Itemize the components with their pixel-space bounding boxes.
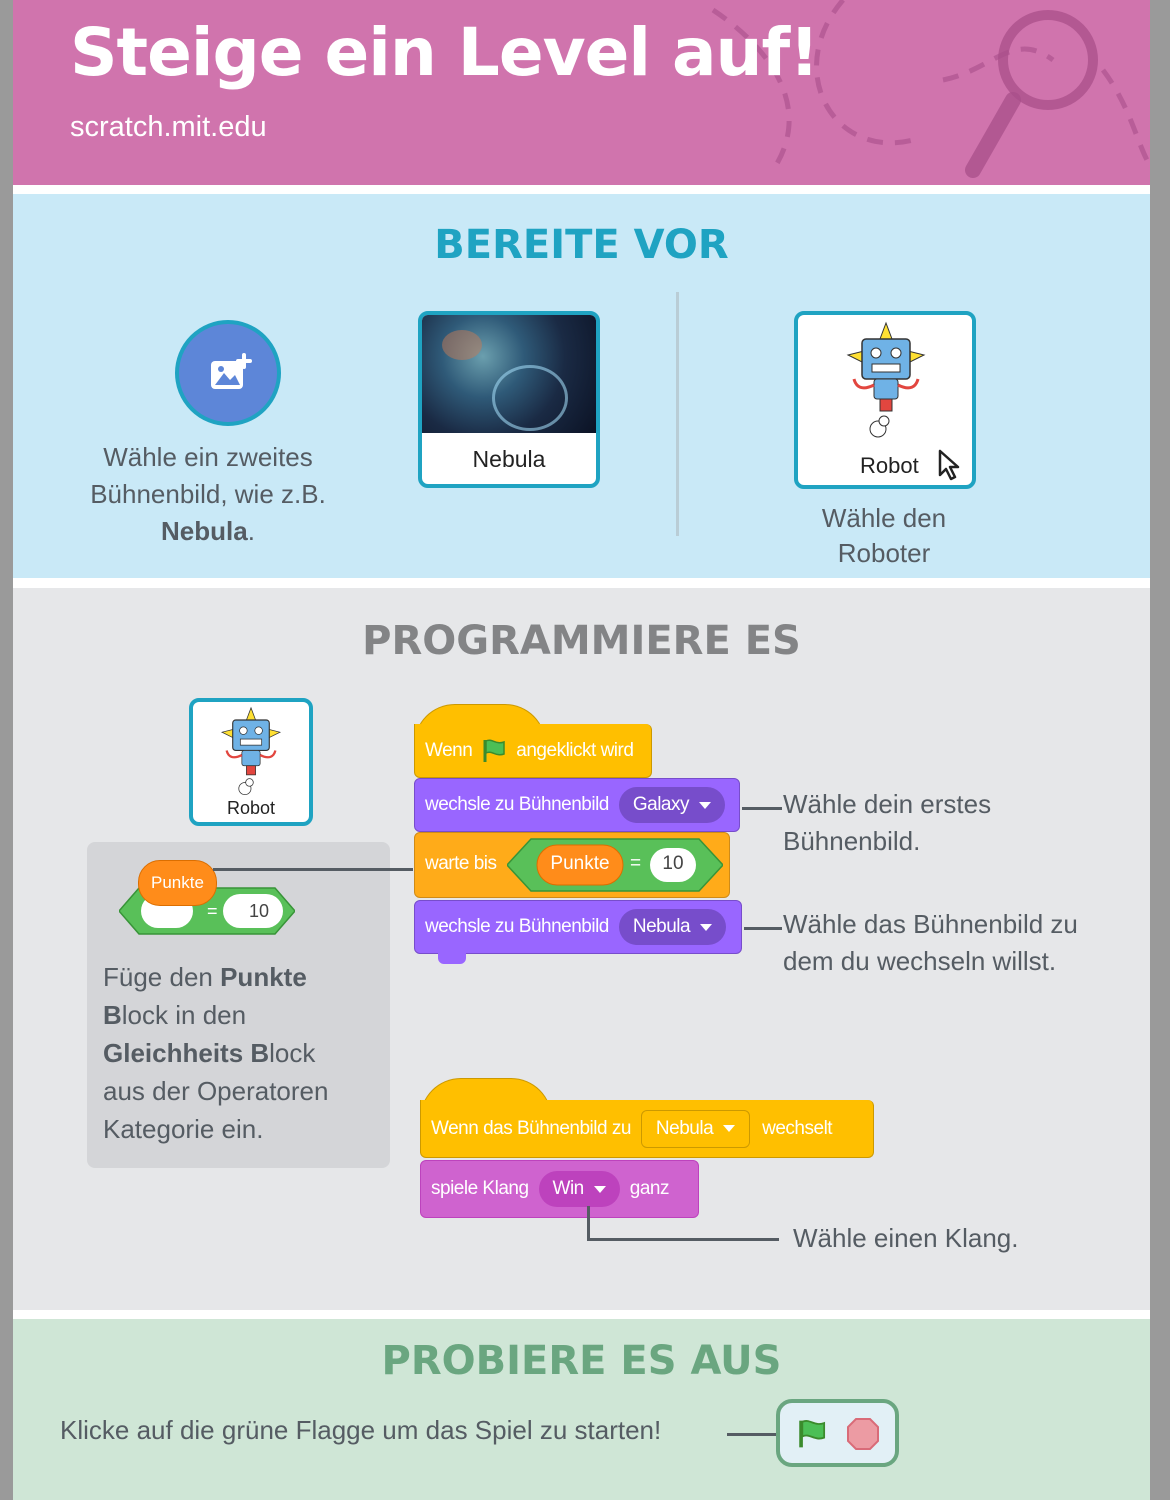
tip-punkte-reporter[interactable]: Punkte [138,860,217,906]
wait-eq-sign: = [630,853,642,874]
note2-line2: dem du wechseln willst. [783,946,1057,976]
tip-box: = 10 Punkte Füge den Punkte Block in den… [87,842,390,1168]
tip-line1-bold: Punkte [220,962,307,992]
note-switch-backdrop: Wähle das Bühnenbild zu dem du wechseln … [783,906,1078,980]
robot-sprite-card[interactable]: Robot [794,311,976,489]
nebula-thumbnail [422,315,596,433]
add-backdrop-icon [211,353,252,389]
backdrop-instruction-bold: Nebula [161,516,248,546]
note-first-backdrop: Wähle dein erstes Bühnenbild. [783,786,991,860]
tip-line3: lock [269,1038,316,1068]
note1-line2: Bühnenbild. [783,826,921,856]
wait-value: 10 [662,853,684,874]
tip-line2-bold: B [103,1000,122,1030]
wait-label: warte bis [425,853,497,874]
tip-line2: lock in den [121,1000,247,1030]
note2-line1: Wähle das Bühnenbild zu [783,909,1078,939]
cursor-icon [938,449,960,481]
flag-stop-controls [776,1399,899,1467]
page-title: Steige ein Level auf! [70,14,819,91]
sound-dropdown-win[interactable]: Win [538,1171,620,1207]
note2-connector [744,927,782,930]
equals-operator-icon [507,838,723,892]
robot-label: Robot [860,453,919,478]
when-flag-clicked-block[interactable]: Wenn angeklickt wird [414,724,652,778]
when-backdrop-label: Wenn das Bühnenbild zu [431,1117,631,1139]
try-instruction: Klicke auf die grüne Flagge um das Spiel… [60,1415,662,1445]
backdrop-instruction-line1: Wähle ein zweites [103,442,313,472]
tip-text: Füge den Punkte Block in den Gleichheits… [103,958,383,1148]
switch-label-1: wechsle zu Bühnenbild [425,794,609,815]
green-flag-icon [483,739,506,762]
tip-eq-sign: = [207,901,218,921]
note3-connector-h [587,1238,779,1241]
choose-backdrop-button[interactable] [175,320,281,426]
stop-button-icon[interactable] [846,1417,880,1451]
wait-until-block[interactable]: warte bis Punkte = 10 [414,832,730,898]
switch-label-2: wechsle zu Bühnenbild [425,916,609,937]
nebula-label: Nebula [472,446,546,472]
backdrop-dropdown-nebula-2[interactable]: Nebula [640,1109,751,1148]
robot-instruction-line1: Wähle den [821,503,947,533]
when-label: Wenn [425,739,473,761]
tip-line4: aus der Operatoren [103,1076,329,1106]
header-banner: Steige ein Level auf! scratch.mit.edu [13,0,1150,185]
robot-sprite-icon [846,321,926,438]
clicked-label: angeklickt wird [516,739,634,761]
prepare-heading: BEREITE VOR [434,222,729,268]
backdrop-instruction-end: . [247,516,255,546]
green-flag-button-icon[interactable] [794,1417,830,1451]
robot-thumb-label: Robot [226,798,276,818]
switch-backdrop-block-2[interactable]: wechsle zu Bühnenbild Nebula [414,900,742,954]
try-heading: PROBIERE ES AUS [381,1338,782,1384]
divider [676,292,679,536]
when-backdrop-switches-block[interactable]: Wenn das Bühnenbild zu Nebula wechselt [420,1100,874,1158]
tip-line3-bold: Gleichheits B [103,1038,270,1068]
backdrop-dropdown-nebula[interactable]: Nebula [618,909,727,945]
prepare-section: BEREITE VOR Wähle ein zweites Bühnenbild… [13,194,1150,578]
backdrop-dropdown-galaxy[interactable]: Galaxy [618,787,725,823]
switch-backdrop-block-1[interactable]: wechsle zu Bühnenbild Galaxy [414,778,740,832]
robot-sprite-thumb[interactable]: Robot [189,698,313,826]
code-section: PROGRAMMIERE ES Robot [13,588,1150,1310]
note-choose-sound: Wähle einen Klang. [793,1223,1019,1253]
robot-instruction: Wähle den Roboter [773,501,995,571]
try-connector [727,1433,777,1436]
tip-line1: Füge den [103,962,221,992]
wait-punkte-reporter: Punkte [550,853,610,874]
site-url: scratch.mit.edu [70,111,267,143]
tip-connector [213,868,413,871]
note3-connector-v [587,1206,590,1240]
code-heading: PROGRAMMIERE ES [362,618,801,664]
backdrop-instruction-line2: Bühnenbild, wie z.B. [90,479,326,509]
nebula-backdrop-card[interactable]: Nebula [418,311,600,488]
magnifier-decoration-icon [711,0,1150,178]
play-sound-block[interactable]: spiele Klang Win ganz [420,1160,699,1218]
tip-line5: Kategorie ein. [103,1114,264,1144]
note1-connector [742,807,782,810]
switches-label: wechselt [762,1117,833,1139]
try-section: PROBIERE ES AUS Klicke auf die grüne Fla… [13,1319,1150,1500]
backdrop-instruction: Wähle ein zweites Bühnenbild, wie z.B. N… [63,439,353,550]
robot-instruction-line2: Roboter [837,538,931,568]
note1-line1: Wähle dein erstes [783,789,992,819]
until-done-label: ganz [629,1178,670,1199]
block-notch [438,952,466,964]
robot-sprite-small-icon [220,706,282,796]
page: Steige ein Level auf! scratch.mit.edu BE… [13,0,1150,1500]
play-sound-label: spiele Klang [431,1178,529,1199]
tip-value: 10 [248,901,270,921]
